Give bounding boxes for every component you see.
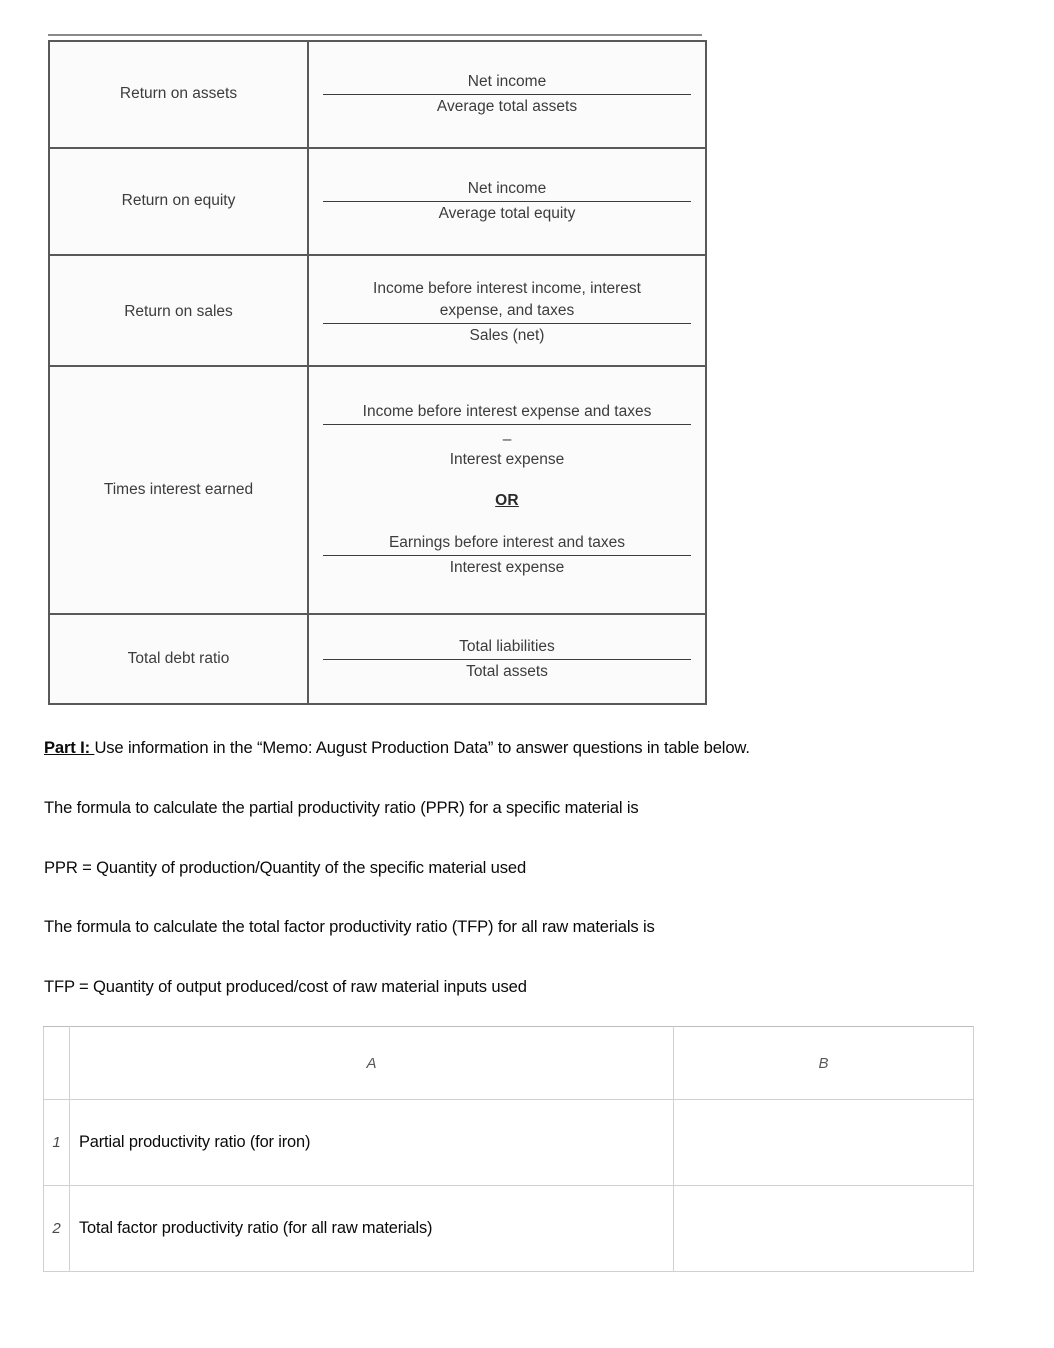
table-continuation-stub-right [306, 34, 702, 36]
formula-numerator-line2: expense, and taxes [323, 300, 691, 324]
formula-times-interest-earned: Income before interest expense and taxes… [309, 401, 705, 579]
formula1-numerator: Income before interest expense and taxes [323, 401, 691, 426]
ratio-name-total-debt-ratio: Total debt ratio [127, 649, 230, 667]
ppr-intro-text: The formula to calculate the partial pro… [44, 798, 639, 817]
table-row: Times interest earned Income before inte… [48, 365, 707, 615]
formula-denominator: Average total assets [436, 98, 578, 115]
row-number-1: 1 [43, 1099, 70, 1186]
column-header-b: B [673, 1026, 974, 1100]
formula2-denominator: Interest expense [449, 558, 565, 576]
formula2-numerator: Earnings before interest and taxes [323, 532, 691, 556]
table-row: Return on assets Net income Average tota… [48, 40, 707, 149]
table-header-row: A B [43, 1026, 974, 1100]
tfp-formula-text: TFP = Quantity of output produced/cost o… [44, 977, 527, 996]
formula-denominator: Total assets [466, 662, 548, 680]
formula-return-on-sales: Income before interest income, interest … [309, 278, 705, 347]
ratio-name-times-interest-earned: Times interest earned [103, 480, 254, 498]
answer-input-cell-b1[interactable] [673, 1099, 974, 1186]
formula-numerator: Total liabilities [323, 636, 691, 660]
formula-denominator: Average total equity [438, 205, 576, 222]
table-row: 2 Total factor productivity ratio (for a… [43, 1185, 974, 1272]
financial-ratio-table-part2: Times interest earned Income before inte… [48, 365, 707, 705]
answer-label-partial-productivity-ratio: Partial productivity ratio (for iron) [69, 1099, 674, 1186]
formula1-denominator: Interest expense [449, 450, 565, 468]
formula-numerator-line1: Income before interest income, interest [373, 279, 641, 297]
formula1-minus-sign: – [502, 431, 512, 449]
column-header-a: A [69, 1026, 674, 1100]
answer-label-total-factor-productivity-ratio: Total factor productivity ratio (for all… [69, 1185, 674, 1272]
part-one-label: Part I: [44, 738, 95, 757]
formula-total-debt-ratio: Total liabilities Total assets [309, 636, 705, 683]
part-one-text: Use information in the “Memo: August Pro… [94, 738, 750, 757]
formula-numerator: Net income [323, 178, 691, 202]
row-number-2: 2 [43, 1185, 70, 1272]
ppr-formula-text: PPR = Quantity of production/Quantity of… [44, 858, 527, 877]
answer-sheet-table: A B 1 Partial productivity ratio (for ir… [43, 1026, 974, 1272]
tfp-intro-text: The formula to calculate the total facto… [44, 917, 655, 936]
formula-denominator: Sales (net) [469, 326, 545, 344]
ratio-name-return-on-equity: Return on equity [121, 192, 236, 210]
formula-return-on-equity: Net income Average total equity [309, 178, 705, 225]
table-row: Total debt ratio Total liabilities Total… [48, 613, 707, 705]
ratio-name-return-on-assets: Return on assets [119, 85, 238, 103]
ratio-name-return-on-sales: Return on sales [124, 302, 233, 320]
formula-numerator: Net income [323, 71, 691, 95]
table-row: 1 Partial productivity ratio (for iron) [43, 1099, 974, 1186]
table-row: Return on sales Income before interest i… [48, 254, 707, 370]
table-row: Return on equity Net income Average tota… [48, 147, 707, 256]
formula-return-on-assets: Net income Average total assets [309, 71, 705, 118]
formula-alternative-separator: OR [495, 491, 519, 509]
sheet-corner-cell [43, 1026, 70, 1100]
part-one-instruction: Part I: Use information in the “Memo: Au… [44, 738, 750, 758]
financial-ratio-table-part1: Return on assets Net income Average tota… [48, 40, 707, 370]
table-continuation-stub-left [48, 34, 306, 36]
answer-input-cell-b2[interactable] [673, 1185, 974, 1272]
